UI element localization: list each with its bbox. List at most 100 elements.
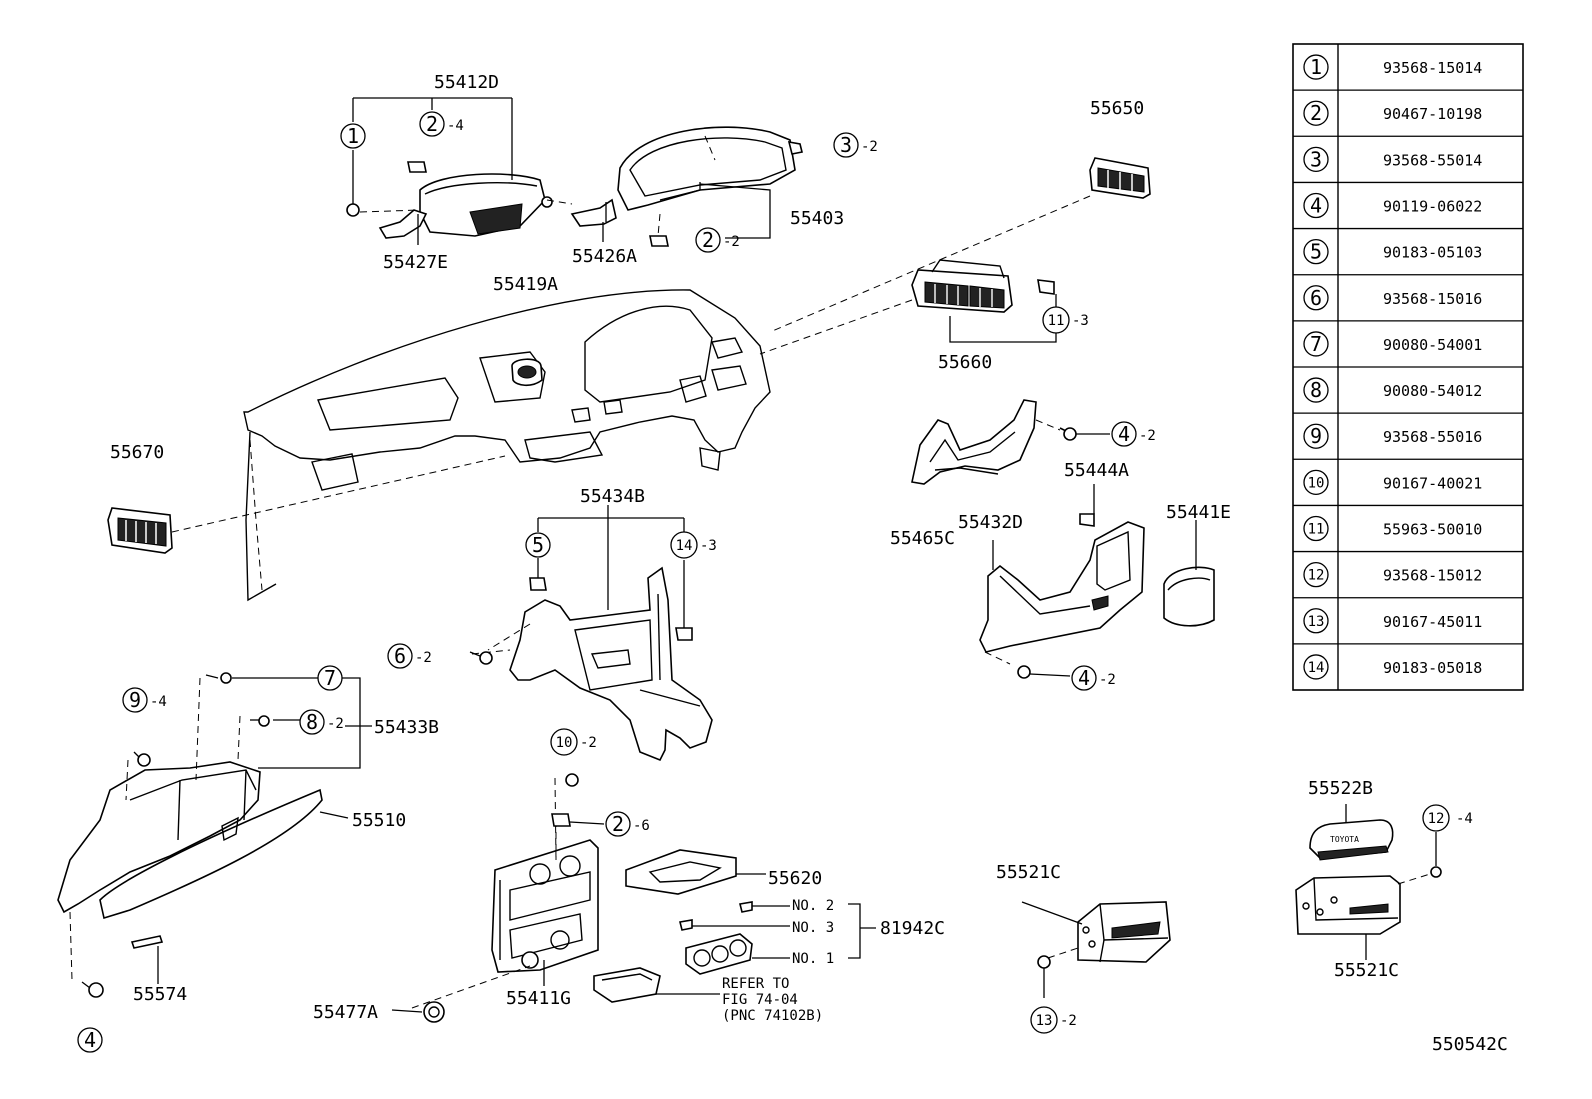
label-no1: NO. 1 (792, 951, 834, 967)
table-row-part-number: 90080-54001 (1383, 336, 1482, 354)
svg-text:-4: -4 (1456, 811, 1473, 827)
callout-2b: 2-2 (695, 227, 740, 253)
table-row-num: 9 (1310, 424, 1322, 448)
glove-box-55510 (57, 761, 323, 920)
svg-text:-2: -2 (861, 139, 878, 155)
table-row-num: 3 (1310, 147, 1322, 171)
svg-text:2: 2 (426, 112, 438, 136)
reference-line1: REFER TO (722, 976, 789, 992)
svg-text:-2: -2 (327, 716, 344, 732)
svg-text:-3: -3 (700, 538, 717, 554)
bracket-55521C-b (1295, 875, 1401, 935)
label-55403: 55403 (790, 208, 844, 229)
table-row-part-number: 90167-40021 (1383, 474, 1482, 492)
table-row-callout (1303, 238, 1329, 265)
table-row-num: 6 (1310, 286, 1322, 310)
callout-2a: 2 -4 (419, 111, 464, 137)
callout-3: 3 -2 (833, 132, 878, 158)
label-55444A: 55444A (1064, 460, 1129, 481)
table-row-num: 13 (1308, 614, 1325, 630)
callout-4b: 4 -2 (1071, 665, 1116, 691)
table-row-callout (1303, 192, 1329, 219)
switch-trim (685, 933, 753, 975)
table-row-num: 12 (1308, 568, 1325, 584)
svg-text:6: 6 (394, 644, 406, 668)
table-row-callout (1303, 515, 1329, 542)
svg-text:1: 1 (347, 124, 359, 148)
svg-text:-2: -2 (1060, 1013, 1077, 1029)
svg-text:9: 9 (129, 688, 141, 712)
table-row-num: 7 (1310, 332, 1322, 356)
table-row-num: 8 (1310, 378, 1322, 402)
vent-55670 (107, 507, 173, 554)
svg-text:11: 11 (1048, 313, 1065, 329)
svg-text:-4: -4 (150, 694, 167, 710)
table-row-callout (1303, 469, 1329, 496)
table-row-callout (1303, 423, 1329, 449)
label-55620: 55620 (768, 868, 822, 889)
callout-4a: 4-2 (1111, 421, 1156, 447)
callout-4c: 4 (77, 1027, 103, 1053)
table-row-num: 5 (1310, 240, 1322, 264)
svg-text:2: 2 (702, 228, 714, 252)
vent-55660 (911, 259, 1013, 313)
svg-text:-2: -2 (1099, 672, 1116, 688)
svg-text:4: 4 (1078, 666, 1090, 690)
callout-14: 14-3 (670, 531, 717, 559)
screw-4b (1017, 665, 1031, 679)
table-row-num: 11 (1308, 522, 1325, 538)
svg-text:12: 12 (1428, 811, 1445, 827)
svg-text:3: 3 (840, 133, 852, 157)
label-55522B: 55522B (1308, 778, 1373, 799)
table-row-part-number: 90119-06022 (1383, 198, 1482, 216)
svg-text:5: 5 (532, 533, 544, 557)
table-row-callout (1303, 608, 1329, 634)
console-box-55521C-a (1077, 901, 1171, 963)
table-row-callout (1303, 54, 1329, 80)
label-55426A: 55426A (572, 246, 637, 267)
meter-hood-55412D (346, 161, 617, 239)
part-labels: 55412D 55427E 55426A 55403 55650 55419A … (110, 72, 1508, 1055)
label-55510: 55510 (352, 810, 406, 831)
callout-10: 10-2 (550, 728, 597, 756)
table-row-part-number: 90167-45011 (1383, 613, 1482, 631)
screw-10 (565, 773, 579, 787)
table-row-part-number: 90183-05018 (1383, 659, 1482, 677)
label-55427E: 55427E (383, 252, 448, 273)
svg-text:-3: -3 (1072, 313, 1089, 329)
callout-12: 12 -4 (1422, 804, 1473, 832)
table-row-num: 2 (1310, 101, 1322, 125)
screw-9 (133, 751, 151, 767)
callout-9: 9 -4 (122, 687, 167, 713)
ashtray (593, 967, 661, 1003)
table-row-part-number: 55963-50010 (1383, 521, 1482, 539)
table-row-part-number: 93568-15016 (1383, 290, 1482, 308)
label-no2: NO. 2 (792, 898, 834, 914)
table-row-callout (1303, 100, 1329, 126)
label-55521C-a: 55521C (996, 862, 1061, 883)
svg-text:2: 2 (612, 812, 624, 836)
callout-11: 11 -3 (1042, 306, 1089, 334)
label-81942C: 81942C (880, 918, 945, 939)
callout-13: 13-2 (1030, 1006, 1077, 1034)
table-row-num: 4 (1310, 194, 1322, 218)
svg-text:4: 4 (84, 1028, 96, 1052)
svg-text:-6: -6 (633, 818, 650, 834)
svg-text:-2: -2 (1139, 428, 1156, 444)
table-row-callout (1303, 377, 1329, 403)
table-row-part-number: 90183-05103 (1383, 244, 1482, 262)
instrument-panel (243, 289, 771, 602)
label-55465C: 55465C (890, 528, 955, 549)
center-bracket-55434B (509, 566, 713, 762)
screw-6 (469, 651, 493, 665)
label-55419A: 55419A (493, 274, 558, 295)
center-cluster-55411G (491, 839, 599, 973)
table-row-callout (1303, 331, 1329, 357)
callout-6: 6-2 (387, 643, 432, 669)
svg-text:-4: -4 (447, 118, 464, 134)
svg-text:8: 8 (306, 710, 318, 734)
badge-text: TOYOTA (1330, 835, 1359, 844)
label-55477A: 55477A (313, 1002, 378, 1023)
table-row-part-number: 90467-10198 (1383, 105, 1482, 123)
